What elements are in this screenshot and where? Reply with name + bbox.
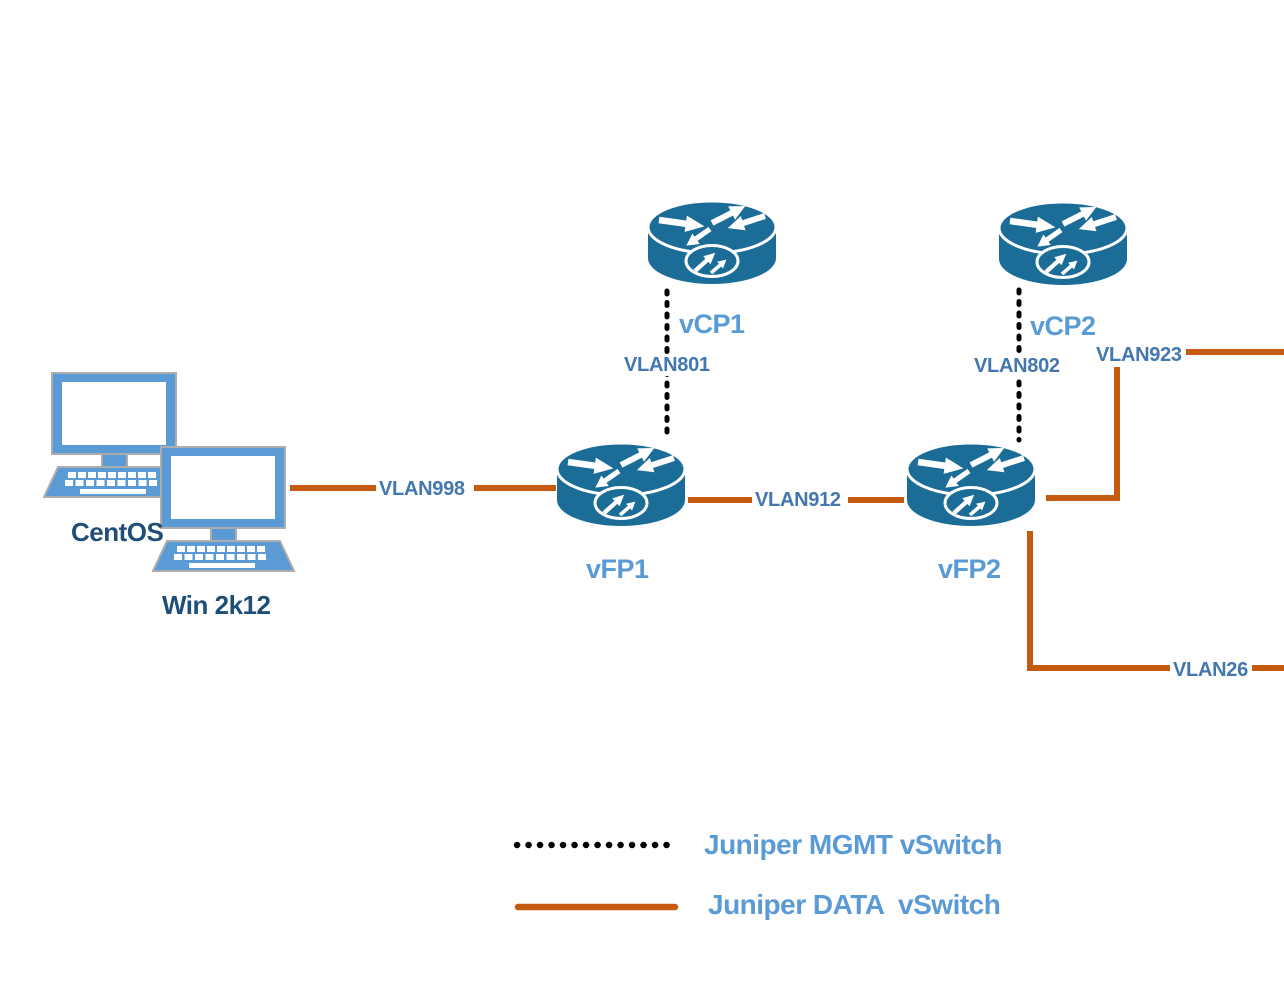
link-vlan923-elbow [1046, 367, 1120, 501]
label-win2k12: Win 2k12 [162, 590, 271, 620]
label-vfp2: vFP2 [938, 554, 1001, 584]
label-vlan26: VLAN26 [1171, 659, 1250, 681]
link-vlan26-elbow [1027, 531, 1170, 671]
label-vlan923: VLAN923 [1094, 344, 1184, 366]
legend-mgmt-label: Juniper MGMT vSwitch [704, 829, 1003, 860]
data-links [290, 349, 1284, 671]
label-vcp1: vCP1 [679, 309, 745, 339]
router-icon-vfp1 [555, 441, 687, 531]
label-vlan998: VLAN998 [377, 478, 467, 500]
label-vlan802: VLAN802 [972, 355, 1062, 377]
label-vcp2: vCP2 [1030, 311, 1096, 341]
label-vlan912: VLAN912 [753, 489, 843, 511]
router-icon-vcp1 [646, 199, 778, 289]
label-centos: CentOS [71, 517, 164, 547]
label-vlan801: VLAN801 [622, 354, 712, 376]
label-vfp1: vFP1 [586, 554, 649, 584]
legend-data-label: Juniper DATA vSwitch [708, 889, 1001, 920]
router-icon-vfp2 [905, 441, 1037, 531]
computer-icon-win2k12 [152, 445, 302, 573]
router-icon-vcp2 [997, 200, 1129, 290]
